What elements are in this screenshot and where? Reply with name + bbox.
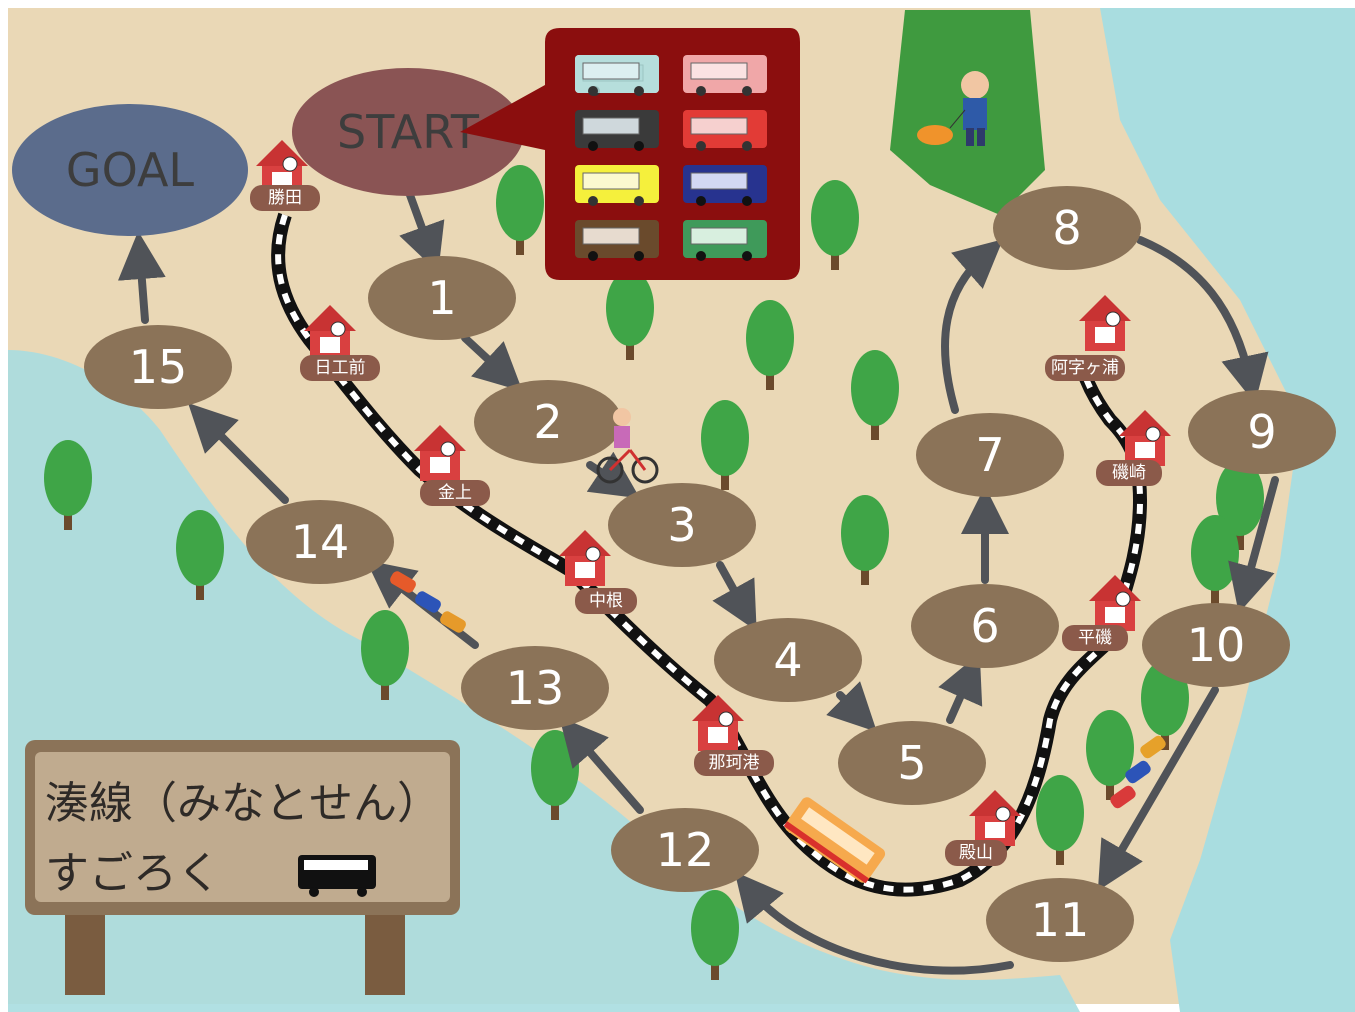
arrow-7-to-8	[941, 239, 1004, 414]
station-label: 磯崎	[1112, 463, 1146, 483]
space-13[interactable]: 13	[461, 646, 609, 730]
station-label: 平磯	[1078, 628, 1112, 648]
station-katsuta[interactable]: 勝田	[250, 139, 320, 211]
title-signboard: 湊線（みなとせん） すごろく	[25, 740, 460, 995]
space-1[interactable]: 1	[368, 256, 516, 340]
start-label: START	[337, 105, 480, 159]
space-number: 10	[1187, 618, 1246, 672]
space-number: 3	[667, 498, 696, 552]
station-label: 金上	[438, 483, 472, 503]
arrow-5-to-6	[938, 653, 983, 724]
station-label: 阿字ヶ浦	[1051, 358, 1119, 378]
green-bus-icon[interactable]	[683, 220, 767, 261]
space-number: 13	[506, 661, 565, 715]
arrow-10-to-11	[1097, 686, 1219, 891]
station-label: 日工前	[315, 358, 366, 378]
pink-bus-icon[interactable]	[683, 55, 767, 96]
space-number: 1	[427, 271, 456, 325]
space-2[interactable]: 2	[474, 380, 622, 464]
navy-bus-icon[interactable]	[683, 165, 767, 206]
space-number: 8	[1052, 201, 1081, 255]
space-4[interactable]: 4	[714, 618, 862, 702]
station-tonoyama[interactable]: 殿山	[945, 789, 1022, 866]
start-space[interactable]: START	[292, 68, 524, 196]
space-6[interactable]: 6	[911, 584, 1059, 668]
arrow-11-to-12	[734, 871, 1014, 975]
space-number: 12	[656, 823, 715, 877]
arrow-12-to-13	[559, 716, 644, 814]
sign-title-line2: すごろく	[45, 848, 221, 899]
arrow-4-to-5	[826, 681, 877, 732]
arrow-8-to-9	[1136, 236, 1269, 404]
station-label: 殿山	[959, 843, 993, 863]
brown-bus-icon[interactable]	[575, 220, 659, 261]
sea	[1100, 8, 1355, 1012]
space-number: 2	[533, 395, 562, 449]
arrow-start-to-1	[399, 191, 445, 273]
arrow-9-to-10	[1228, 476, 1279, 614]
station-isozaki[interactable]: 磯崎	[1096, 409, 1172, 486]
cars-traffic-left-icon	[390, 571, 466, 633]
space-number: 15	[129, 340, 188, 394]
space-number: 4	[773, 633, 802, 687]
yellow-bus-icon[interactable]	[575, 165, 659, 206]
red-bus-icon[interactable]	[683, 110, 767, 151]
train-icon	[783, 797, 886, 884]
cyclist-icon	[596, 408, 659, 484]
space-11[interactable]: 11	[986, 878, 1134, 962]
space-14[interactable]: 14	[246, 500, 394, 584]
space-number: 11	[1031, 893, 1090, 947]
space-7[interactable]: 7	[916, 413, 1064, 497]
space-9[interactable]: 9	[1188, 390, 1336, 474]
railway-track	[271, 212, 1148, 897]
station-nakaminato[interactable]: 那珂港	[691, 694, 774, 776]
station-label: 中根	[589, 591, 623, 611]
space-5[interactable]: 5	[838, 721, 986, 805]
station-label: 勝田	[268, 188, 302, 208]
space-3[interactable]: 3	[608, 483, 756, 567]
arrow-14-to-15	[188, 403, 289, 504]
station-nikkomae[interactable]: 日工前	[300, 304, 380, 381]
black-bus-icon[interactable]	[575, 110, 659, 151]
arrow-15-to-goal	[117, 231, 166, 324]
space-number: 5	[897, 736, 926, 790]
space-number: 7	[975, 428, 1004, 482]
station-ajigaura[interactable]: 阿字ヶ浦	[1045, 294, 1132, 381]
station-kaneage[interactable]: 金上	[413, 424, 490, 506]
sign-title-line1: 湊線（みなとせん）	[45, 778, 441, 829]
space-15[interactable]: 15	[84, 325, 232, 409]
space-number: 6	[970, 599, 999, 653]
arrow-3-to-4	[712, 561, 757, 631]
goal-label: GOAL	[66, 143, 195, 197]
goal-space[interactable]: GOAL	[12, 104, 248, 236]
station-label: 那珂港	[709, 753, 760, 773]
old-man-walking-dog-icon	[917, 71, 989, 146]
bus-silhouette-icon	[298, 855, 376, 897]
space-number: 14	[291, 515, 350, 569]
arrow-1-to-2	[461, 334, 523, 392]
space-number: 9	[1247, 405, 1276, 459]
station-hiraiso[interactable]: 平磯	[1062, 574, 1142, 651]
station-nakane[interactable]: 中根	[558, 529, 637, 614]
space-12[interactable]: 12	[611, 808, 759, 892]
cars-traffic-right-icon	[1110, 735, 1166, 809]
space-10[interactable]: 10	[1142, 603, 1290, 687]
bus-palette	[460, 28, 800, 280]
space-8[interactable]: 8	[993, 186, 1141, 270]
light-blue-bus-icon[interactable]	[574, 54, 660, 97]
